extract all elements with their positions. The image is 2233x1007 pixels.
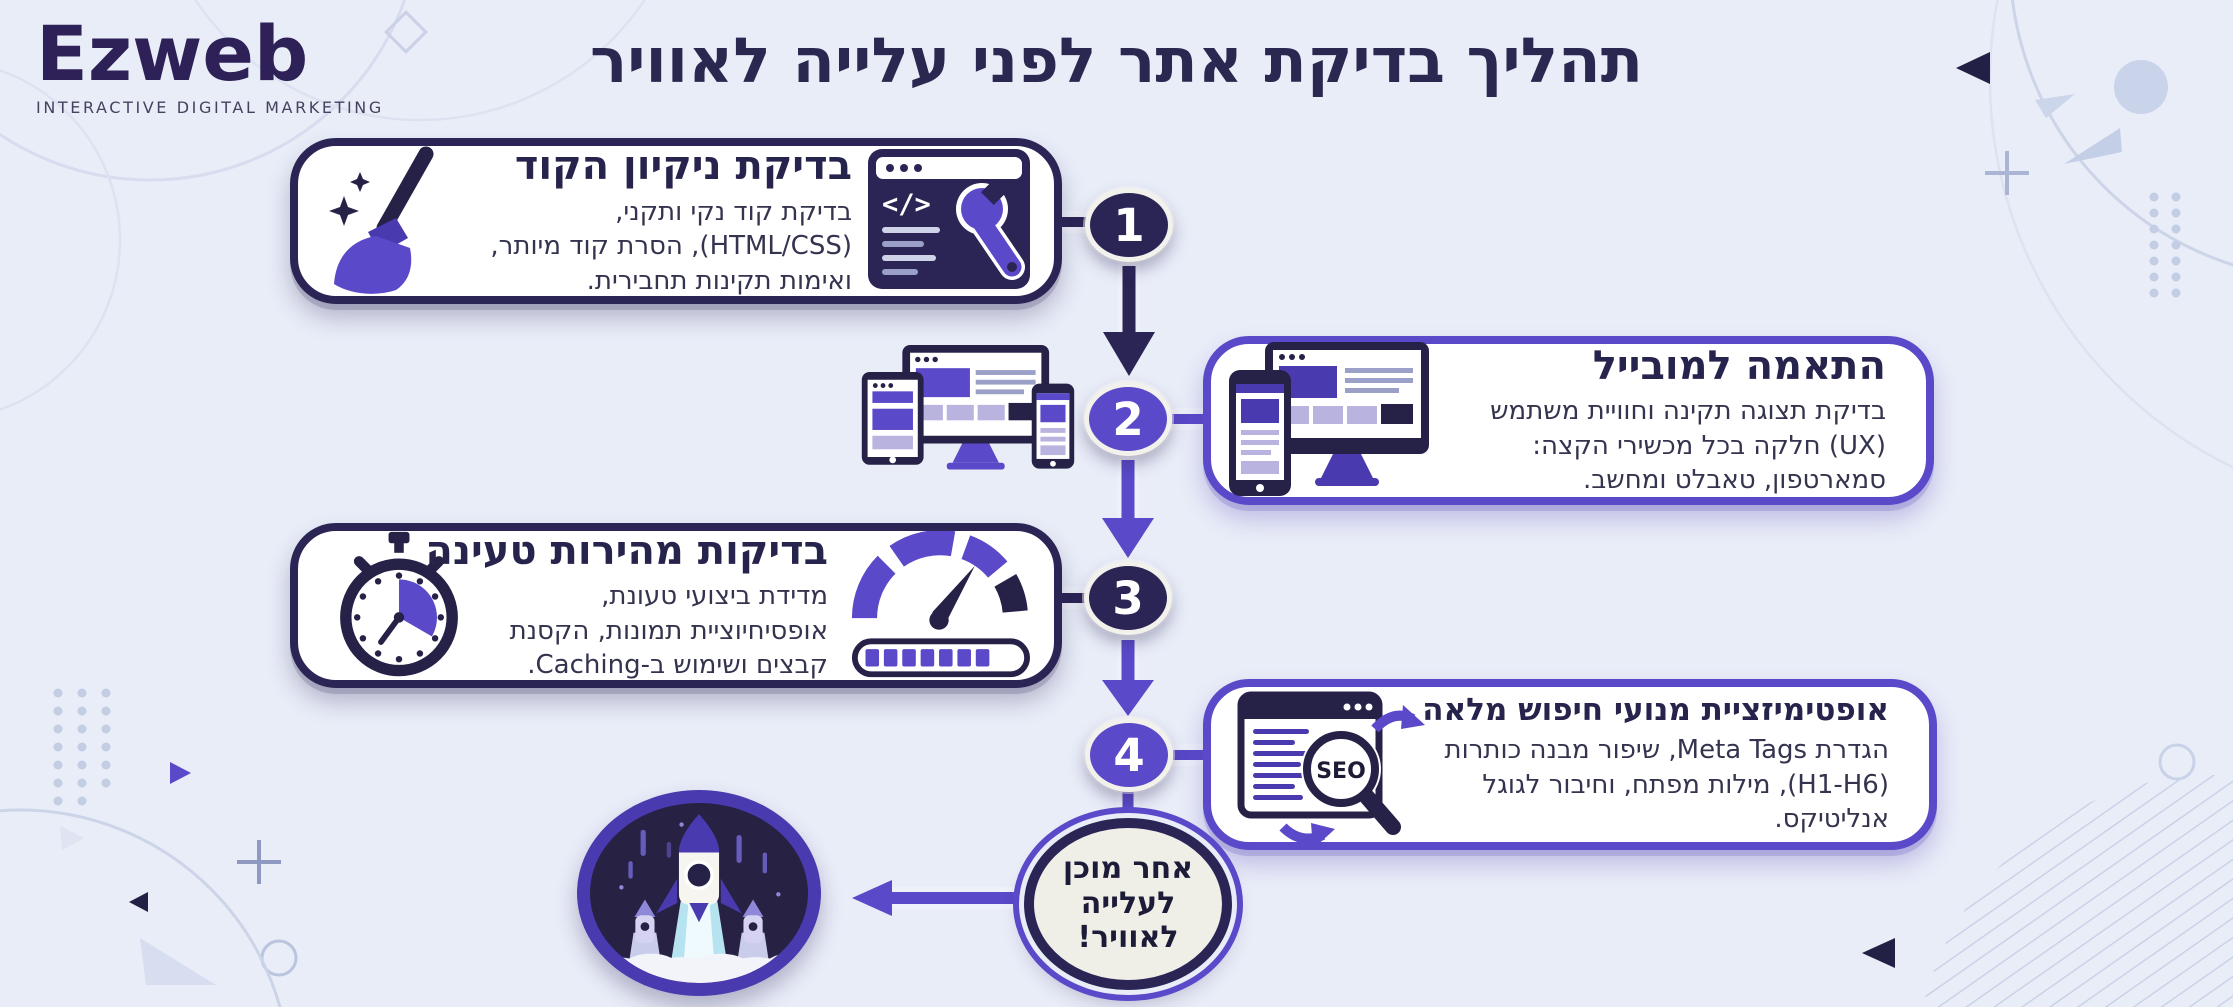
badge-line-3: לאוויר! [1077,920,1179,956]
step-title: בדיקת ניקיון הקוד [514,143,852,190]
rocket-icon [590,814,808,983]
step-number-4: 4 [1085,718,1173,792]
step-title: בדיקות מהירות טעינה [425,527,828,574]
logo-name: Ezweb [36,9,309,98]
step-title: התאמה למובייל [1592,342,1886,389]
page-title: תהליך בדיקת אתר לפני עלייה לאוויר [589,24,1644,97]
step-card-2: התאמה למובייל בדיקת תצוגה תקינה וחוויית … [1203,336,1934,505]
seo-search-icon: SEO [1229,677,1425,853]
step-body: מדידת ביצועי טעונת, אופסיחיוציית תמונות,… [509,581,828,681]
code-window-icon: </> [866,147,1038,295]
step-card-1: בדיקת ניקיון הקוד בדיקת קוד נקי ותקני, (… [290,138,1062,304]
responsive-devices-icon [1229,340,1435,502]
step-title: אופטימיזציית מנועי חיפוש מלאה [1422,691,1889,728]
site-ready-badge: אחר מוכן לעלייה לאוויר! [1024,818,1232,990]
step-card-4: SEO אופטימיזציית מנועי חיפוש מלאה הגדרת … [1203,679,1937,850]
responsive-devices-illustration [858,345,1078,485]
step-number-3: 3 [1084,561,1172,635]
logo: Ezweb INTERACTIVE DIGITAL MARKETING [36,9,384,118]
speedometer-icon [842,530,1038,681]
step-number-1: 1 [1085,188,1173,262]
broom-icon [324,146,464,296]
logo-tagline: INTERACTIVE DIGITAL MARKETING [36,98,384,117]
badge-line-1: אחר מוכן [1062,850,1194,886]
step-body: בדיקת קוד נקי ותקני, (HTML/CSS), הסרת קו… [490,196,852,296]
svg-text:SEO: SEO [1316,759,1366,784]
badge-line-2: לעלייה [1080,885,1176,921]
svg-text:</>: </> [882,189,931,220]
step-body: הגדרת Meta Tags, שיפור מבנה כותרות (H1-H… [1444,735,1889,835]
stopwatch-icon [324,530,474,682]
rocket-launch-illustration [577,790,821,996]
step-number-2: 2 [1084,382,1172,456]
step-card-3: בדיקות מהירות טעינה מדידת ביצועי טעונת, … [290,523,1062,688]
step-body: בדיקת תצוגה תקינה וחוויית משתמש (UX) חלק… [1490,396,1886,496]
